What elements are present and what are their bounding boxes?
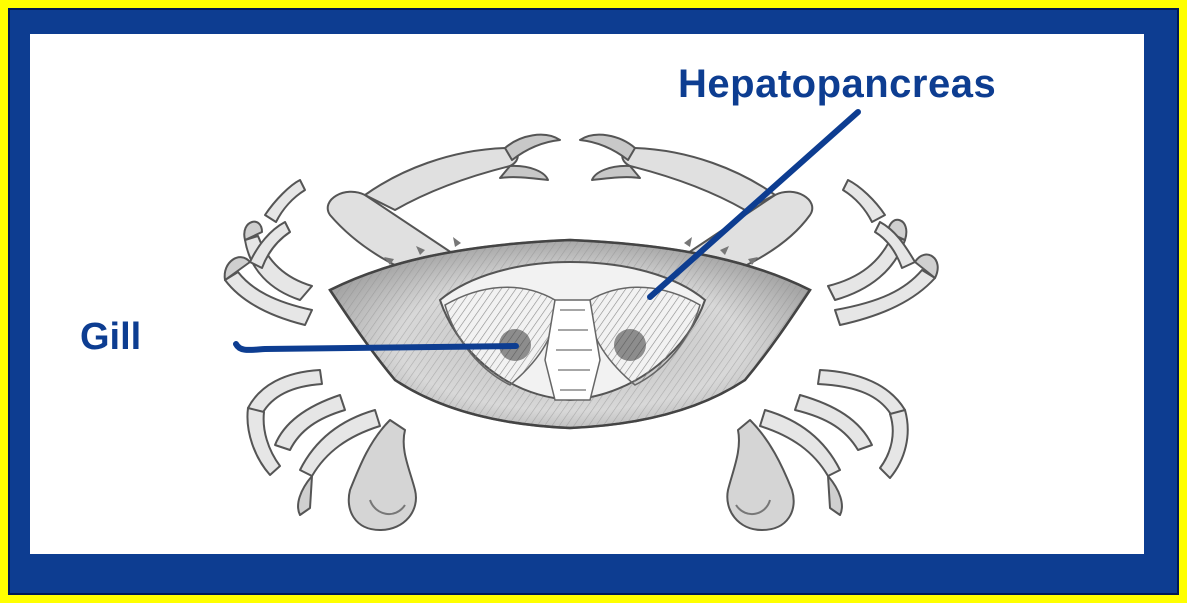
crab-carapace xyxy=(330,237,810,428)
gill-label: Gill xyxy=(80,318,141,356)
gill-pointer-line xyxy=(236,344,516,350)
hepatopancreas-label: Hepatopancreas xyxy=(678,64,996,104)
